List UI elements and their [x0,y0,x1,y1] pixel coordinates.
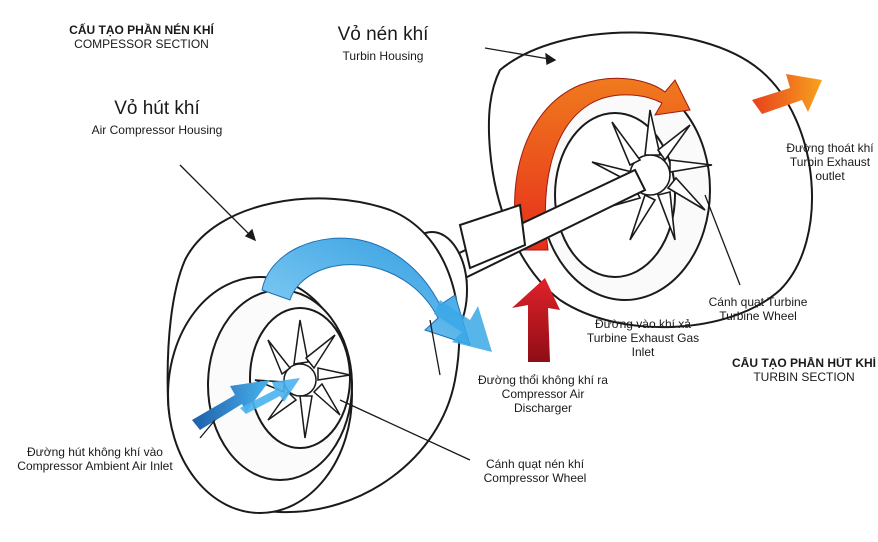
turbine-wheel-vi: Cánh quạt Turbine [708,295,808,309]
ambient-air-inlet-en: Compressor Ambient Air Inlet [17,458,173,473]
turbine-wheel-label: Cánh quạt Turbine Turbine Wheel [703,295,813,324]
compressor-air-discharger-en1: Compressor Air [501,386,585,401]
turbin-section-en: TURBIN SECTION [753,369,855,384]
air-compressor-housing-label: Vỏ hút khí Air Compressor Housing [72,98,242,138]
turbin-exhaust-outlet-en1: Turbin Exhaust [789,154,871,169]
air-compressor-housing-vi: Vỏ hút khí [114,98,200,119]
compressor-air-discharger-en2: Discharger [513,400,573,415]
turbin-exhaust-outlet-vi: Đường thoát khí [786,142,874,155]
compressor-wheel-label: Cánh quạt nén khí Compressor Wheel [470,457,600,486]
exhaust-outlet-arrow [752,74,822,114]
exhaust-gas-inlet-label: Đường vào khí xả Turbine Exhaust Gas Inl… [573,317,713,359]
compressor-air-discharger-vi: Đường thổi không khí ra [478,373,608,387]
turbin-housing-label: Vỏ nén khí Turbin Housing [318,24,448,64]
hot-gas-flow-arc [514,77,691,251]
turbin-housing-vi: Vỏ nén khí [337,24,429,45]
turbin-exhaust-outlet-label: Đường thoát khí Turbin Exhaust outlet [782,142,878,183]
leader-lines [179,47,741,461]
compressor-discharge-arrow [434,300,492,352]
compressor-air-discharger-label: Đường thổi không khí ra Compressor Air D… [468,373,618,415]
exhaust-gas-inlet-en1: Turbine Exhaust Gas [586,330,700,345]
turbin-section-label: CẤU TẠO PHẦN HÚT KHÍ TURBIN SECTION [730,357,878,385]
compressor-section-label: CẤU TẠO PHẦN NÉN KHÍ COMPESSOR SECTION [54,23,229,52]
compressor-section-en: COMPESSOR SECTION [74,36,209,51]
turbin-exhaust-outlet-en2: outlet [815,168,845,183]
compressor-wheel-en: Compressor Wheel [483,470,587,485]
ambient-air-inlet-label: Đường hút không khí vào Compressor Ambie… [0,445,190,474]
turbin-section-vi: CẤU TẠO PHẦN HÚT KHÍ [732,357,876,370]
exhaust-gas-inlet-en2: Inlet [631,344,655,359]
exhaust-gas-inlet-vi: Đường vào khí xả [595,317,691,331]
exhaust-gas-inlet-arrow [512,278,560,362]
compressor-wheel-vi: Cánh quạt nén khí [485,457,585,471]
ambient-air-inlet-vi: Đường hút không khí vào [27,445,163,459]
air-inlet-arrows [192,378,300,430]
turbin-housing-en: Turbin Housing [342,48,424,63]
turbine-wheel-en: Turbine Wheel [719,308,797,323]
air-compressor-housing-en: Air Compressor Housing [91,122,223,137]
compressor-section-vi: CẤU TẠO PHẦN NÉN KHÍ [69,23,214,37]
